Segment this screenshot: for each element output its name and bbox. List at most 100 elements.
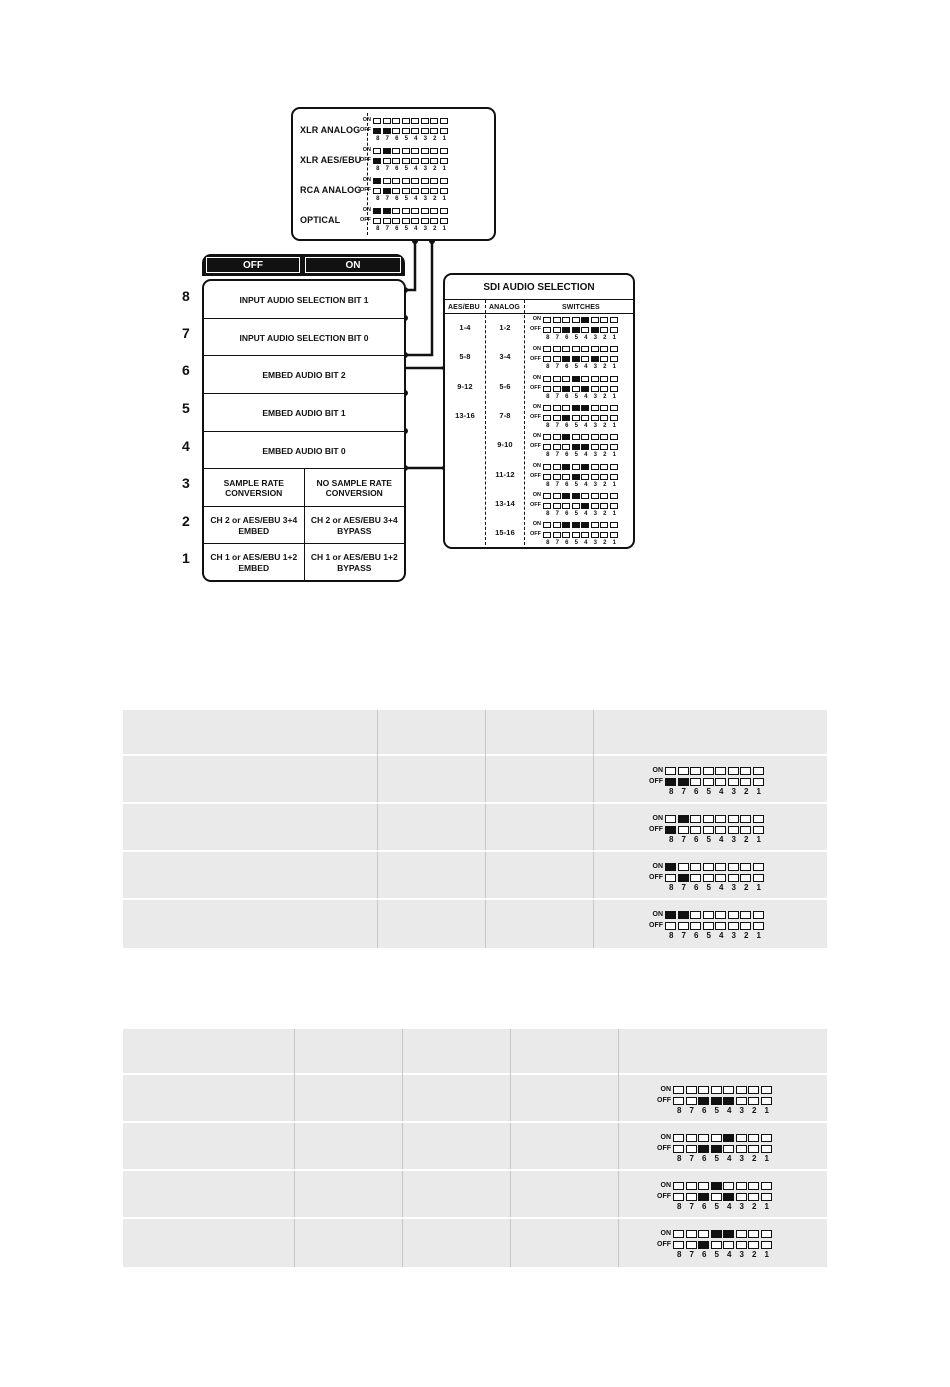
switch-number: 3 (731, 883, 736, 892)
switch-cell (740, 777, 751, 786)
switch-off-row: OFF (643, 1191, 773, 1202)
switch-cell (543, 356, 551, 363)
switch-cell (401, 188, 410, 194)
switch-cell (552, 346, 561, 353)
switch-cell (571, 414, 580, 421)
switch-cell (401, 118, 410, 124)
switch-cell (590, 375, 599, 382)
switch-cell (382, 158, 391, 164)
switch-cell (677, 873, 689, 882)
switch-cell (562, 444, 570, 451)
switch-number: 8 (546, 364, 550, 371)
switch-row-label: INPUT AUDIO SELECTION BIT 1 (239, 294, 369, 305)
switch-number: 5 (574, 540, 578, 547)
off-on-header (202, 254, 405, 276)
col-divider (524, 300, 525, 545)
switch-cell (760, 1133, 772, 1142)
switch-cell (562, 502, 570, 509)
switch-off-row: OFF (523, 384, 619, 394)
switch-cell (600, 317, 608, 323)
switch-cell (552, 434, 561, 441)
switch-number: 5 (706, 835, 711, 844)
switch-number: 3 (423, 166, 427, 172)
switch-cell (715, 873, 726, 882)
switch-number: 6 (565, 452, 569, 459)
switch-cell (723, 1144, 734, 1153)
switch-cell (420, 188, 429, 194)
switch-cell (723, 1085, 734, 1094)
switch-number: 3 (593, 452, 597, 459)
switch-cell (748, 1229, 759, 1238)
switch-cell (571, 502, 580, 509)
switch-off-row: OFF (635, 872, 765, 883)
switch-cell (748, 1181, 759, 1190)
switch-number: 2 (752, 1202, 757, 1211)
switch-off-row: OFF (523, 442, 619, 452)
switch-number: 4 (584, 364, 588, 371)
table-row (123, 1123, 827, 1171)
switch-cell (411, 208, 419, 214)
switch-cell (600, 522, 608, 529)
switch-cell (411, 158, 419, 164)
switch-cell (552, 327, 561, 333)
switch-off-row: OFF (523, 413, 619, 423)
switch-cell (677, 814, 689, 823)
switch-cell (702, 873, 714, 882)
switch-cell (685, 1229, 697, 1238)
switch-number: 1 (442, 136, 446, 142)
input-item-label: OPTICAL (300, 215, 341, 225)
switch-cell (411, 188, 419, 194)
switch-cell (590, 473, 599, 480)
switch-on-label: ON (660, 1086, 672, 1093)
switch-cell (590, 327, 599, 333)
switch-number: 4 (414, 196, 418, 202)
switch-cell (590, 532, 599, 539)
switch-number: 1 (764, 1250, 769, 1259)
switch-cell (590, 356, 599, 363)
switch-cell (543, 473, 551, 480)
switch-cell (673, 1133, 684, 1142)
table-col-divider (618, 1029, 619, 1267)
switch-number: 3 (593, 364, 597, 371)
switch-number: 7 (689, 1250, 694, 1259)
switch-cell (710, 1229, 722, 1238)
switch-number: 2 (433, 166, 437, 172)
switch-cell (600, 492, 608, 499)
switch-on-row: ON (523, 462, 619, 472)
switch-number: 8 (546, 452, 550, 459)
col-divider (485, 300, 486, 545)
input-item-label: RCA ANALOG (300, 185, 362, 195)
switch-number: 8 (546, 510, 550, 517)
switch-cell (571, 404, 580, 411)
switch-number: 5 (574, 364, 578, 371)
switch-cell (552, 502, 561, 509)
switch-cell (562, 473, 570, 480)
switch-number: 3 (593, 510, 597, 517)
switch-number: 6 (395, 226, 399, 232)
switch-cell (401, 178, 410, 184)
switch-cell (562, 414, 570, 421)
switch-number: 7 (555, 540, 559, 547)
switch-row-label: EMBED AUDIO BIT 2 (262, 370, 346, 380)
switch-number: 6 (565, 540, 569, 547)
switch-cell (543, 444, 551, 451)
switch-number: 5 (574, 481, 578, 488)
switch-cell (690, 766, 701, 775)
switch-cell (715, 921, 726, 930)
switch-off-label: OFF (657, 1241, 671, 1248)
col-aes-ebu: AES/EBU (448, 304, 480, 311)
switch-number: 8 (669, 883, 674, 892)
table-row (123, 852, 827, 900)
switch-number: 1 (612, 335, 616, 341)
switch-number: 5 (404, 196, 408, 202)
